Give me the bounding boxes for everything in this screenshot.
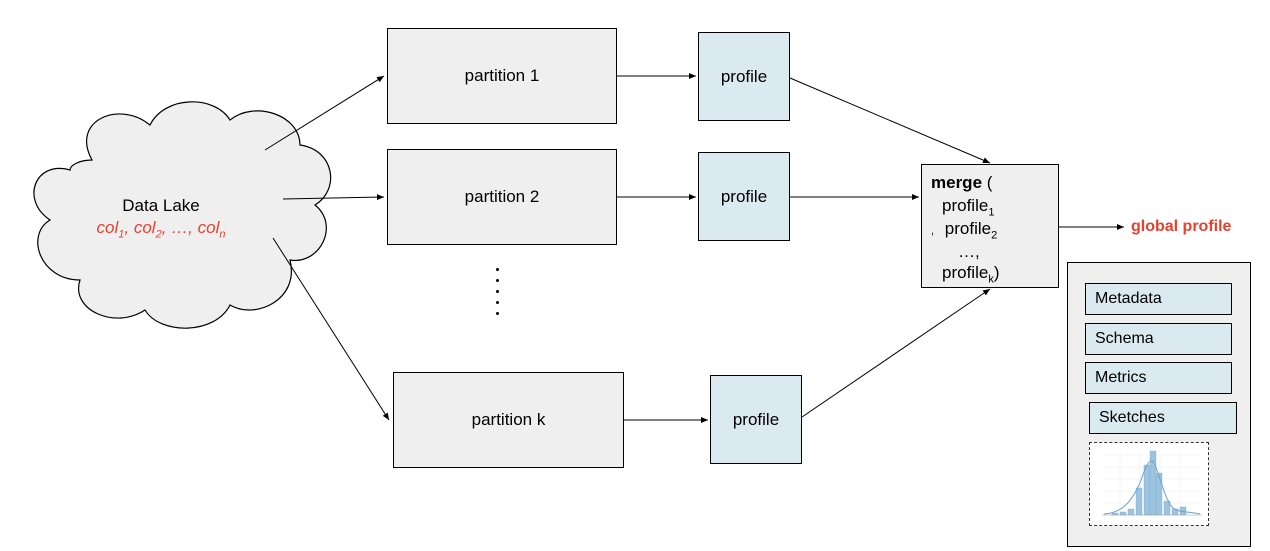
arrow-profile-1-merge	[789, 77, 991, 164]
component-metrics-label: Metrics	[1095, 369, 1147, 386]
merge-ellipsis: …,	[958, 242, 980, 261]
merge-arg-2: , profile2	[931, 219, 997, 241]
col-1-base: col	[96, 218, 119, 237]
merge-arg-1: profile1	[942, 196, 994, 218]
partition-2-label: partition 2	[464, 187, 540, 206]
merge-arg-2-base: profile	[944, 219, 992, 238]
profile-k-label: profile	[732, 409, 780, 429]
profile-2-box: profile	[698, 152, 790, 241]
col-1-subscript: 1	[118, 228, 125, 241]
merge-arg-k-subscript: k	[988, 273, 994, 286]
data-lake-columns: col1, col2, …, coln	[96, 218, 226, 241]
ellipsis-dots	[492, 268, 502, 323]
partition-1-box: partition 1	[387, 28, 617, 124]
data-lake-title: Data Lake	[122, 196, 200, 215]
merge-open-paren: (	[982, 173, 993, 192]
col-2-subscript: 2	[155, 228, 162, 241]
histogram-thumbnail	[1089, 442, 1209, 526]
histogram-thumbnail-image	[1102, 450, 1202, 516]
col-n-subscript: n	[219, 228, 226, 241]
col-n-base: col	[197, 218, 220, 237]
merge-arg-k: profilek)	[942, 263, 999, 285]
arrow-profile-k-merge	[801, 288, 991, 418]
arrow-cloud-partition-k	[272, 237, 390, 421]
component-schema-label: Schema	[1095, 330, 1154, 347]
partition-k-label: partition k	[471, 410, 546, 429]
merge-arg-1-subscript: 1	[988, 206, 995, 219]
merge-header: merge (	[931, 173, 992, 193]
merge-close-paren: )	[993, 263, 1000, 282]
component-metadata: Metadata	[1085, 283, 1232, 315]
data-lake-label: Data Lake col1, col2, …, coln	[76, 196, 246, 240]
data-lake-cloud	[33, 101, 332, 329]
merge-arg-k-base: profile	[942, 263, 989, 282]
component-schema: Schema	[1085, 323, 1232, 355]
merge-comma: ,	[931, 225, 935, 237]
merge-arg-2-subscript: 2	[991, 229, 998, 242]
arrow-cloud-partition-2	[282, 194, 385, 201]
component-metadata-label: Metadata	[1095, 290, 1162, 307]
component-sketches: Sketches	[1089, 402, 1237, 434]
partition-1-label: partition 1	[464, 66, 540, 85]
arrow-cloud-partition-1	[264, 75, 385, 151]
global-profile-label: global profile	[1131, 218, 1232, 235]
profile-1-box: profile	[698, 32, 790, 121]
profile-1-label: profile	[720, 66, 768, 86]
merge-box: merge ( profile1 , profile2 …, profilek)	[921, 164, 1059, 288]
merge-keyword: merge	[931, 173, 983, 192]
component-sketches-label: Sketches	[1099, 409, 1165, 426]
profile-k-box: profile	[710, 375, 802, 464]
partition-k-box: partition k	[393, 372, 624, 468]
merge-arg-1-base: profile	[942, 196, 989, 215]
col-ellipsis: …,	[171, 218, 193, 237]
component-metrics: Metrics	[1085, 362, 1232, 394]
partition-2-box: partition 2	[387, 149, 617, 245]
col-2-base: col	[133, 218, 156, 237]
profile-2-label: profile	[720, 186, 768, 206]
